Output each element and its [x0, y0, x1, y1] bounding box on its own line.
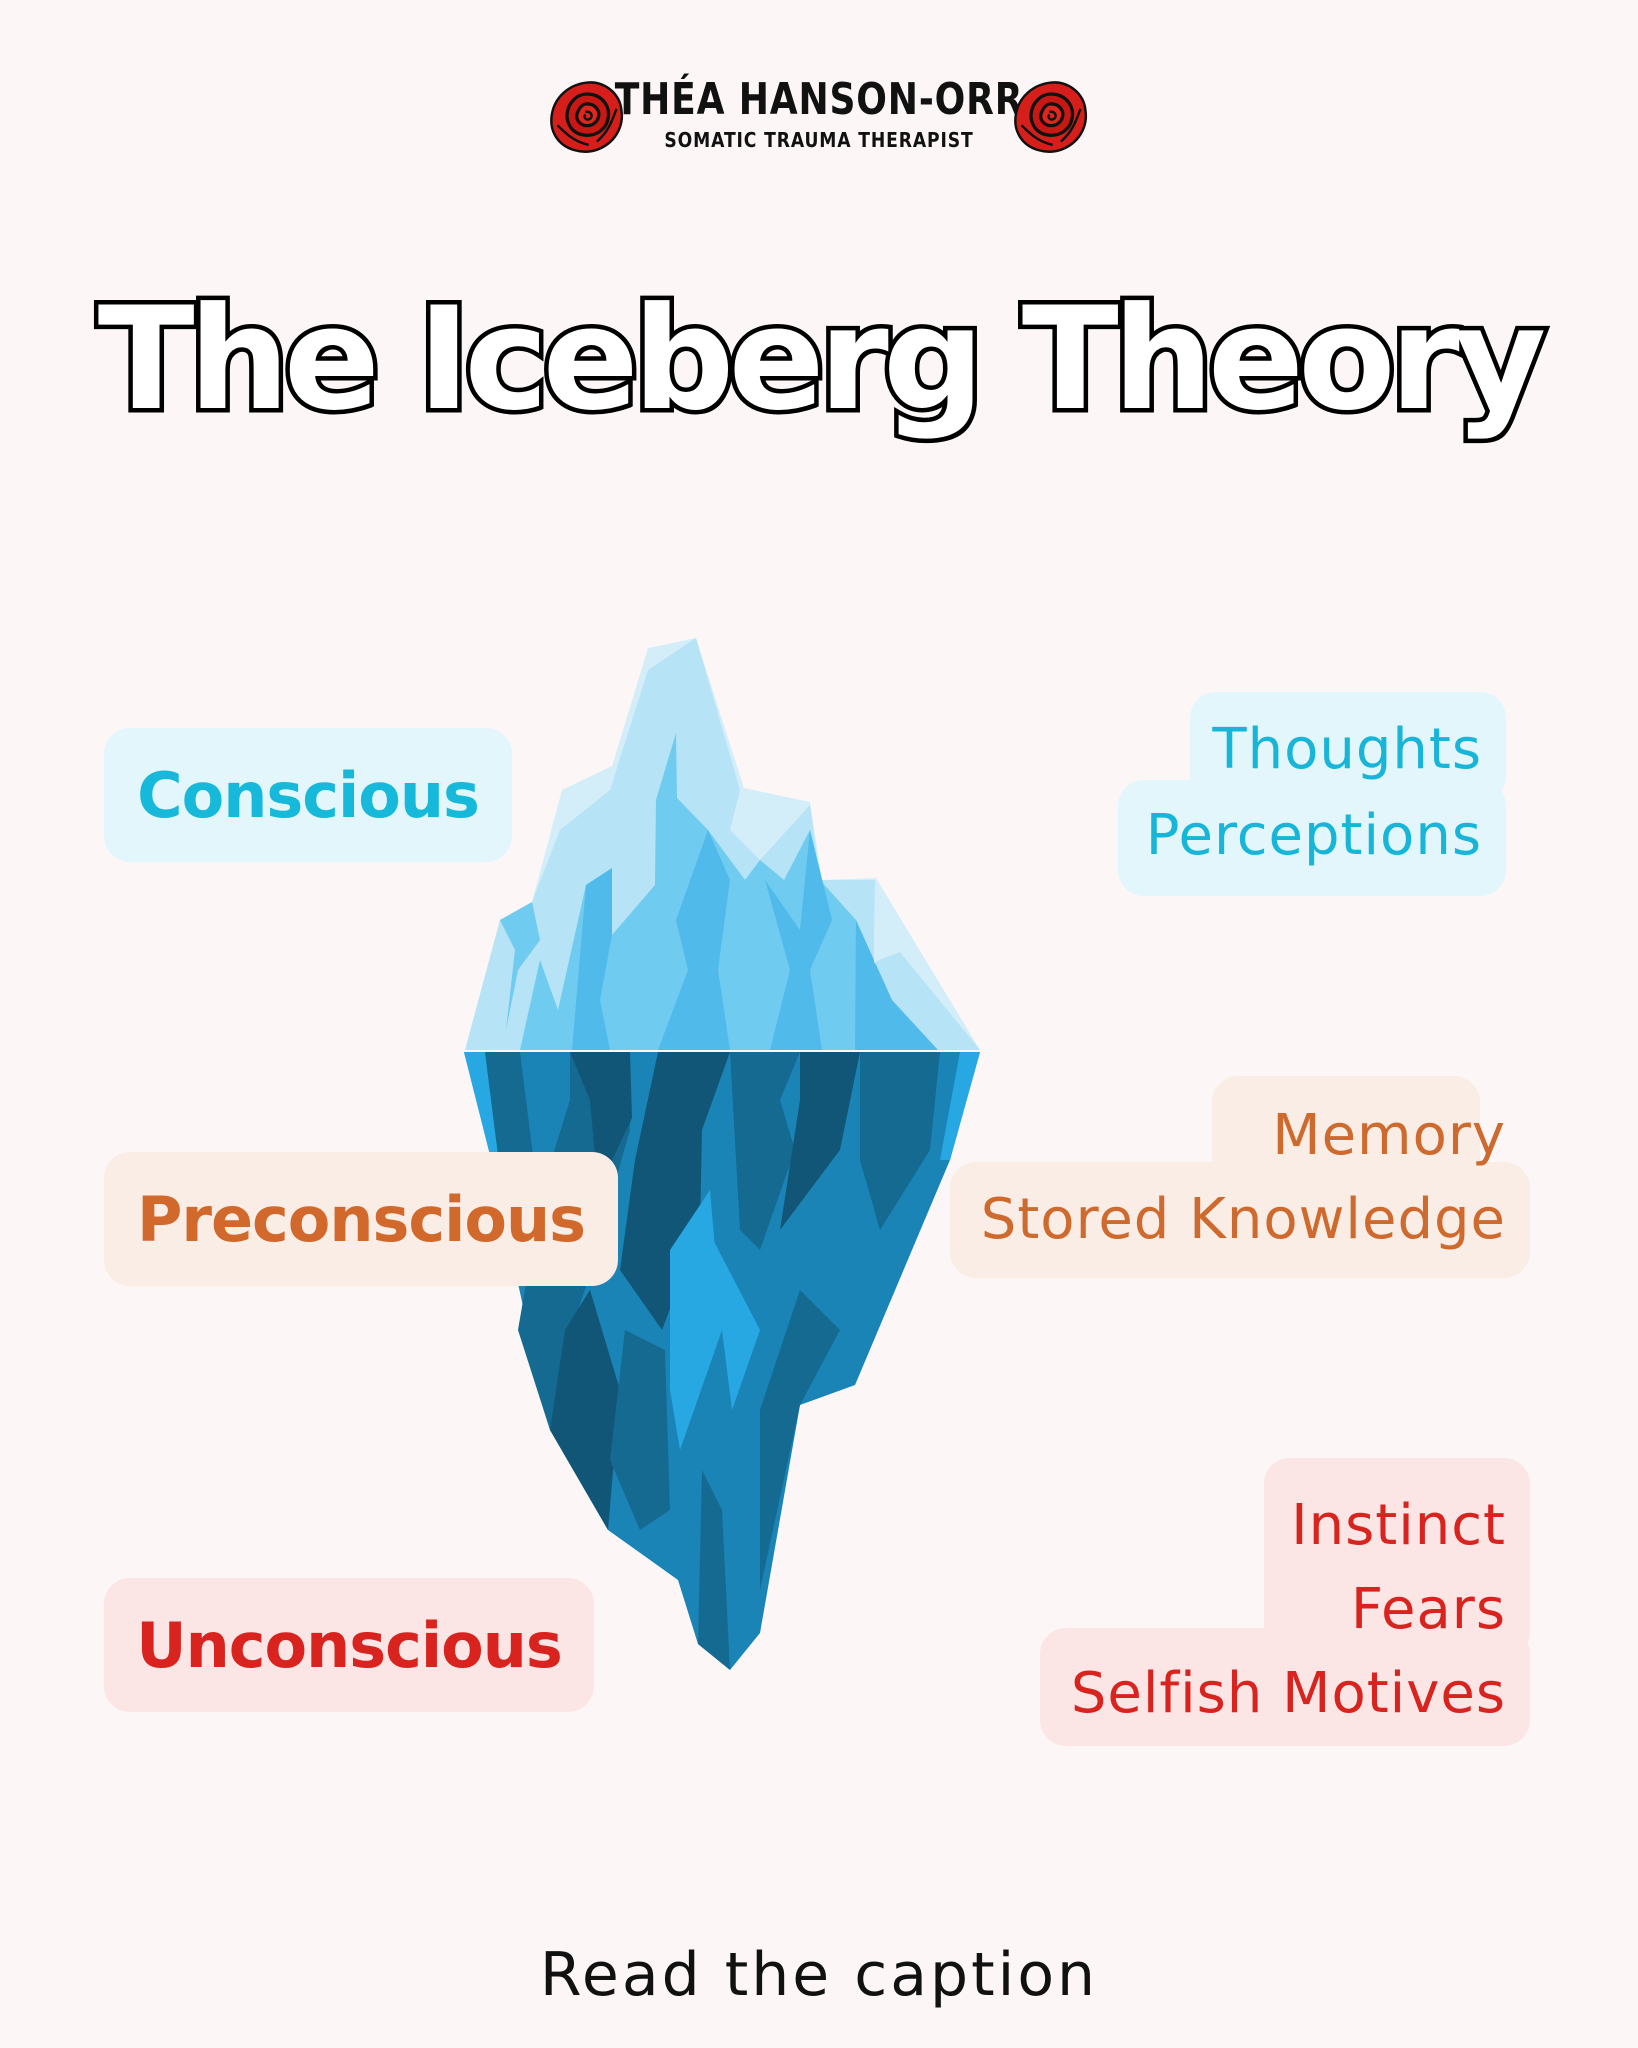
rose-icon: [550, 81, 624, 153]
brand-name: THÉA HANSON-ORR: [614, 74, 1024, 125]
list-item: Memory: [1272, 1103, 1506, 1168]
list-item: Thoughts: [1212, 717, 1482, 782]
list-item: Selfish Motives: [1070, 1661, 1506, 1726]
list-item: Instinct: [1291, 1493, 1506, 1558]
item-bg: [1040, 1628, 1530, 1746]
unconscious-items: Instinct Fears Selfish Motives: [1040, 1458, 1530, 1746]
item-bg: [1264, 1458, 1530, 1658]
level-label-preconscious: Preconscious: [104, 1152, 618, 1286]
conscious-items: Thoughts Perceptions: [1118, 692, 1506, 896]
brand-header: THÉA HANSON-ORR SOMATIC TRAUMA THERAPIST: [0, 68, 1638, 168]
list-item: Fears: [1350, 1577, 1506, 1642]
page-title: The Iceberg Theory: [93, 277, 1551, 442]
preconscious-items: Memory Stored Knowledge: [950, 1076, 1530, 1278]
list-item: Perceptions: [1145, 803, 1482, 868]
level-label-unconscious: Unconscious: [104, 1578, 594, 1712]
rose-icon: [1014, 81, 1088, 153]
item-bg: [950, 1162, 1530, 1278]
item-bg: [1118, 780, 1506, 896]
list-item: Stored Knowledge: [980, 1187, 1506, 1252]
read-caption-text: Read the caption: [539, 1940, 1099, 2010]
level-label-conscious: Conscious: [104, 728, 512, 862]
brand-subtitle: SOMATIC TRAUMA THERAPIST: [664, 128, 974, 152]
